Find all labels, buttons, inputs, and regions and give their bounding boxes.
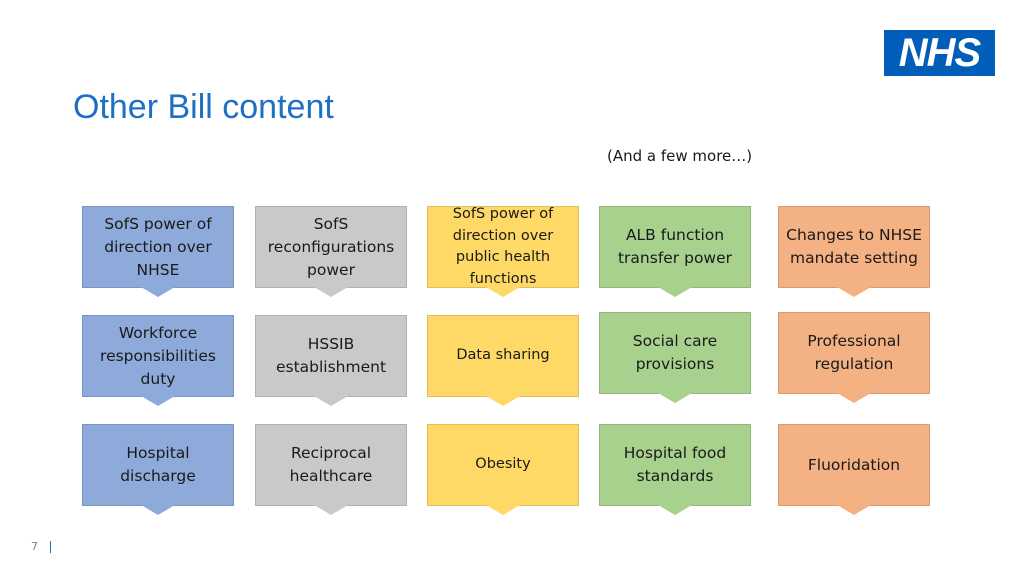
card-nhse-mandate: Changes to NHSE mandate setting: [778, 206, 930, 297]
card-alb-function-transfer: ALB function transfer power: [599, 206, 751, 297]
card-hssib: HSSIB establishment: [255, 315, 407, 406]
subtitle: (And a few more…): [607, 147, 753, 165]
page-number-divider: [50, 541, 51, 553]
card-workforce-duty: Workforce responsibilities duty: [82, 315, 234, 406]
card-label: Fluoridation: [807, 455, 901, 474]
card-sofs-direction-public-health: SofS power of direction over public heal…: [427, 206, 579, 297]
card-label: Obesity: [475, 456, 531, 473]
card-label: Social care provisions: [632, 332, 718, 373]
card-label: SofS power of direction over NHSE: [104, 214, 212, 279]
card-data-sharing: Data sharing: [427, 315, 579, 406]
card-hospital-food: Hospital food standards: [599, 424, 751, 515]
card-social-care: Social care provisions: [599, 312, 751, 403]
card-label: Professional regulation: [807, 332, 901, 373]
card-reciprocal-healthcare: Reciprocal healthcare: [255, 424, 407, 515]
page-number: 7: [31, 540, 38, 553]
card-label: ALB function transfer power: [617, 226, 733, 267]
card-sofs-direction-nhse: SofS power of direction over NHSE: [82, 206, 234, 297]
card-label: HSSIB establishment: [275, 335, 387, 376]
card-label: SofS reconfigurations power: [267, 214, 395, 279]
card-fluoridation: Fluoridation: [778, 424, 930, 515]
card-label: Hospital food standards: [623, 444, 727, 485]
nhs-logo-text: NHS: [898, 31, 981, 75]
slide-title: Other Bill content: [73, 88, 334, 126]
card-hospital-discharge: Hospital discharge: [82, 424, 234, 515]
card-sofs-reconfigurations: SofS reconfigurations power: [255, 206, 407, 297]
card-label: SofS power of direction over public heal…: [452, 206, 554, 287]
card-label: Data sharing: [456, 347, 550, 364]
nhs-logo: NHS: [884, 30, 995, 76]
card-professional-regulation: Professional regulation: [778, 312, 930, 403]
card-label: Hospital discharge: [120, 444, 196, 485]
card-label: Workforce responsibilities duty: [100, 323, 216, 388]
card-obesity: Obesity: [427, 424, 579, 515]
card-label: Changes to NHSE mandate setting: [786, 226, 922, 267]
card-label: Reciprocal healthcare: [289, 444, 373, 485]
